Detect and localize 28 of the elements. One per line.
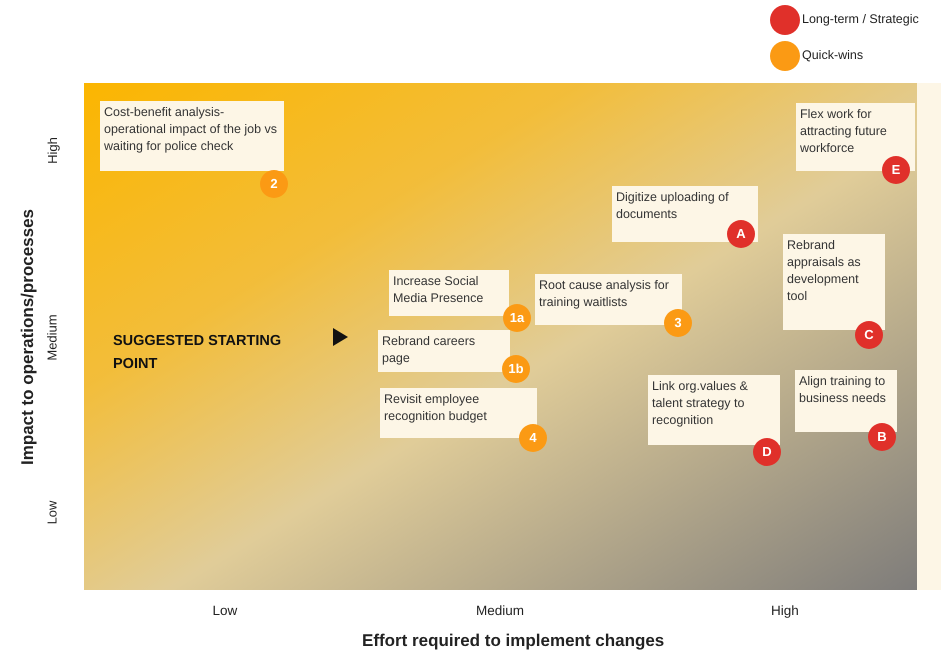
idea-text: Root cause analysis for training waitlists [539, 277, 670, 311]
idea-text: Digitize uploading of documents [616, 189, 730, 223]
idea-text: Rebrand careers page [382, 333, 476, 367]
axis-tick-label: Medium [44, 314, 60, 360]
legend-label: Long-term / Strategic [802, 12, 919, 26]
idea-text: Flex work for attracting future workforce [800, 106, 888, 157]
axis-tick-label: Low [212, 602, 238, 618]
idea-text: Link org.values & talent strategy to recognition [652, 378, 749, 429]
legend-label: Quick-wins [802, 48, 864, 62]
idea-text: Increase Social Media Presence [393, 273, 484, 307]
idea-text: Cost-benefit analysis-operational impact of the job vs waiting for police check [104, 104, 278, 155]
idea-card [378, 330, 510, 372]
axis-tick-label: High [44, 136, 60, 164]
axis-tick-label: Medium [476, 602, 524, 618]
idea-card [389, 270, 509, 316]
idea-text: Revisit employee recognition budget [384, 391, 488, 425]
idea-card [783, 234, 885, 330]
starting-point-label: SUGGESTED STARTING POINT [113, 332, 282, 374]
idea-text: Rebrand appraisals as development tool [787, 237, 862, 305]
idea-card [648, 375, 780, 445]
axis-tick-label: High [771, 602, 799, 618]
axis-title: Effort required to implement changes [362, 631, 664, 651]
axis-title: Impact to operations/processes [18, 208, 38, 466]
axis-tick-label: Low [44, 500, 60, 524]
idea-card [100, 101, 284, 171]
idea-text: Align training to business needs [799, 373, 887, 407]
idea-card [612, 186, 758, 242]
idea-card [795, 370, 897, 432]
